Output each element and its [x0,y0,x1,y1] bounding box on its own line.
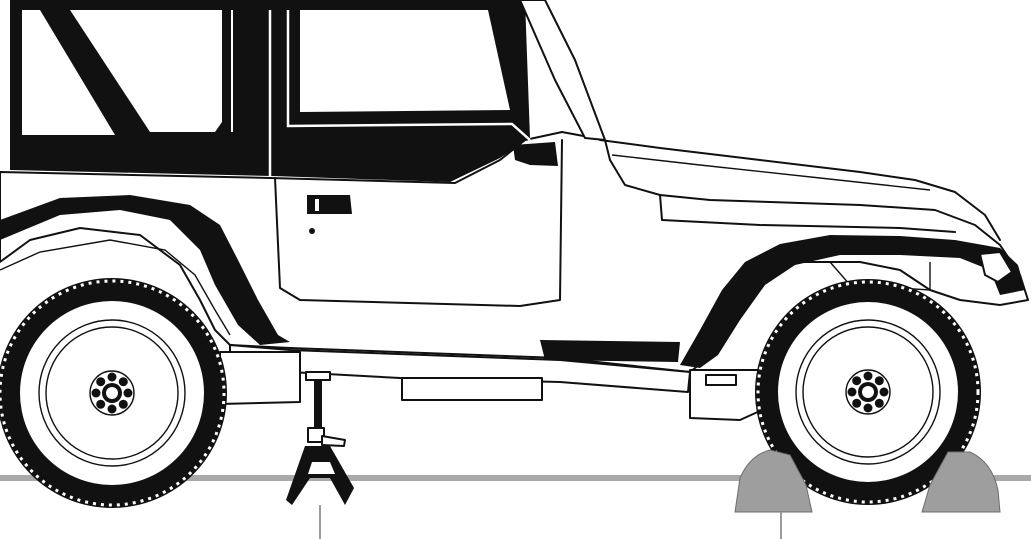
lug-nut [96,399,106,409]
lug-nut [107,372,117,382]
lug-nut [123,388,133,398]
wheel-chocks [734,449,1001,513]
rear-side-window [70,10,222,132]
lug-nut [96,377,106,387]
soft-top [10,0,606,182]
door [274,139,680,362]
wheel-chock-front [921,451,1001,513]
lug-nut [107,404,117,414]
lug-nut [863,371,873,381]
lug-nut [847,387,857,397]
rear-fender-flare [0,195,290,345]
side-mirror [513,142,558,166]
door-lock [309,228,315,234]
front-wheel [755,279,981,505]
rear-wheel [0,278,227,508]
lug-nut [874,398,884,408]
marker-light [978,250,1014,284]
rear-quarter-window [22,10,115,135]
side-step [540,340,680,362]
jack-stand [286,371,354,505]
lug-nut [118,399,128,409]
wheel-chock-rear [734,449,813,513]
door-window [300,10,510,112]
lug-nut [91,388,101,398]
lug-nut [852,376,862,386]
lug-nut [852,398,862,408]
lug-nut [879,387,889,397]
door-handle [307,195,352,214]
lug-nut [118,377,128,387]
lug-nut [863,403,873,413]
lug-nut [874,376,884,386]
